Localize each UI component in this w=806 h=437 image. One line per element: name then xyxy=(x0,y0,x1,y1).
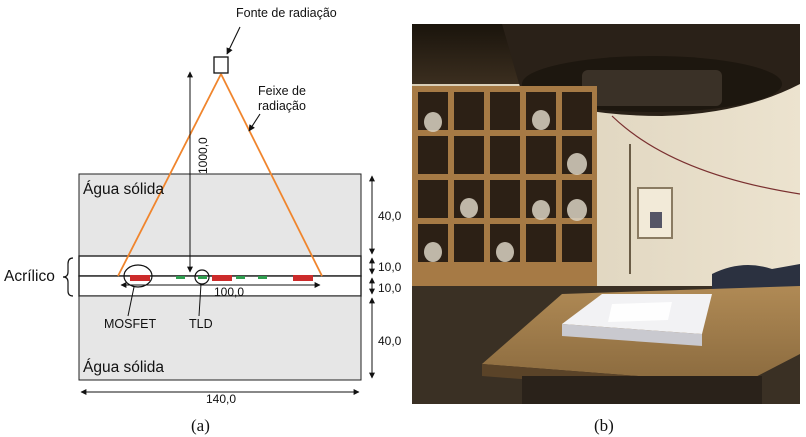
mosfet-detector xyxy=(130,275,150,281)
tld-detector xyxy=(176,276,185,279)
beam-edge-left xyxy=(117,73,222,277)
beam-pointer-arrow xyxy=(248,113,261,132)
sad-value: 1000,0 xyxy=(196,137,210,174)
field-size-value: 100,0 xyxy=(214,285,244,299)
beam-label-line2: radiação xyxy=(258,99,306,113)
mosfet-detector xyxy=(293,275,313,281)
solid-water-bottom-slab xyxy=(78,295,362,381)
tld-label: TLD xyxy=(189,317,213,331)
radiation-source-icon xyxy=(213,56,229,74)
mosfet-detector xyxy=(212,275,232,281)
solid-water-top-slab xyxy=(78,173,362,257)
panel-a-diagram: Fonte de radiação Feixe de radiação 1000… xyxy=(4,6,402,435)
linac-gantry xyxy=(582,70,722,106)
acrylic-label: Acrílico xyxy=(4,268,55,285)
acrylic-upper-thickness: 10,0 xyxy=(378,260,402,274)
beam-edge-right xyxy=(220,73,323,277)
beam-label-line1: Feixe de xyxy=(258,84,306,98)
tld-detector xyxy=(198,276,207,279)
mosfet-label: MOSFET xyxy=(104,317,156,331)
top-water-thickness: 40,0 xyxy=(378,209,402,223)
width-value: 140,0 xyxy=(206,392,236,406)
tld-detector xyxy=(258,276,267,279)
bottom-water-thickness: 40,0 xyxy=(378,334,402,348)
panel-b-photo: (b) xyxy=(412,24,800,435)
source-label: Fonte de radiação xyxy=(236,6,337,20)
solid-water-bottom-label: Água sólida xyxy=(83,359,164,376)
acrylic-brace xyxy=(62,257,74,297)
detector-row xyxy=(130,275,313,281)
tld-pointer-line xyxy=(198,283,202,317)
tld-detector xyxy=(236,276,245,279)
acrylic-upper-plate xyxy=(78,255,362,277)
acrylic-lower-thickness: 10,0 xyxy=(378,281,402,295)
caption-a: (a) xyxy=(191,416,210,435)
mosfet-pointer-line xyxy=(127,286,135,317)
solid-water-top-label: Água sólida xyxy=(83,181,164,198)
source-pointer-arrow xyxy=(226,26,241,55)
caption-b: (b) xyxy=(594,416,614,435)
